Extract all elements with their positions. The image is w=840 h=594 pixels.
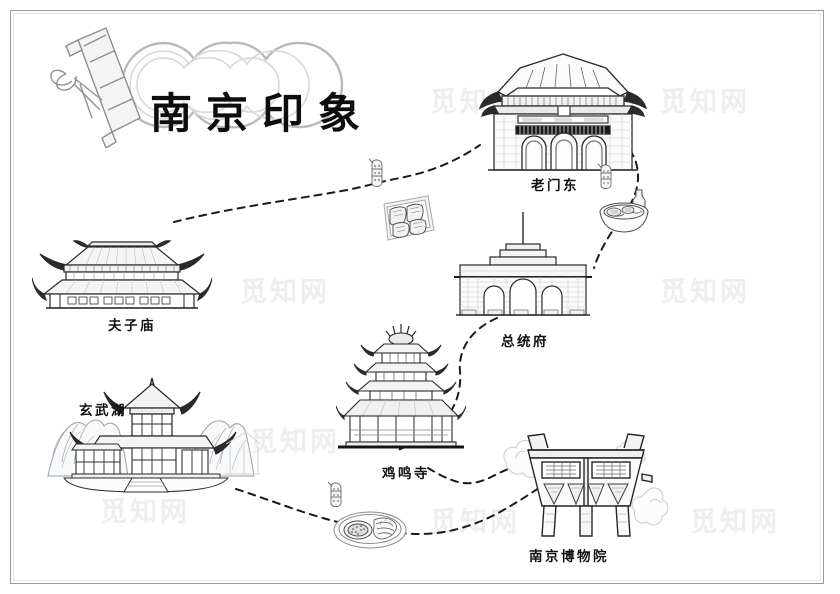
duck-plate-icon xyxy=(333,511,407,549)
noodle-bowl-icon xyxy=(599,189,649,233)
pastry-tray-icon xyxy=(383,195,435,241)
landmark-label-museum: 南京博物院 xyxy=(529,549,609,565)
snack-stick-icon xyxy=(597,163,612,189)
snack-stick-icon xyxy=(327,481,342,507)
snack-stick-icon xyxy=(368,158,383,187)
landmark-label-zongtongfu: 总统府 xyxy=(501,334,549,350)
cloud-banner-icon xyxy=(50,27,344,150)
route-jimingsi-museum xyxy=(427,465,525,485)
title-banner: 南京印象 xyxy=(44,22,424,150)
lake-pavilion-icon xyxy=(47,377,260,493)
tassel-knot-icon xyxy=(50,69,103,119)
route-xuanwuhu-museum xyxy=(235,485,543,536)
route-fuzimiao-laomendong xyxy=(173,144,481,223)
temple-hall-icon xyxy=(32,240,212,309)
bookmark-tassel-icon xyxy=(65,27,141,150)
gate-building-icon xyxy=(478,53,648,171)
arch-gate-icon xyxy=(454,212,592,316)
landmark-label-fuzimiao: 夫子庙 xyxy=(108,318,156,334)
page-title: 南京印象 xyxy=(150,89,375,138)
route-laomendong-zongtongfu xyxy=(593,149,640,269)
landmark-label-laomendong: 老门东 xyxy=(531,178,579,194)
pagoda-icon xyxy=(336,324,466,449)
landmark-label-jimingsi: 鸡鸣寺 xyxy=(382,466,430,482)
landmark-label-xuanwuhu: 玄武湖 xyxy=(79,403,127,419)
bronze-ding-icon xyxy=(503,433,669,537)
